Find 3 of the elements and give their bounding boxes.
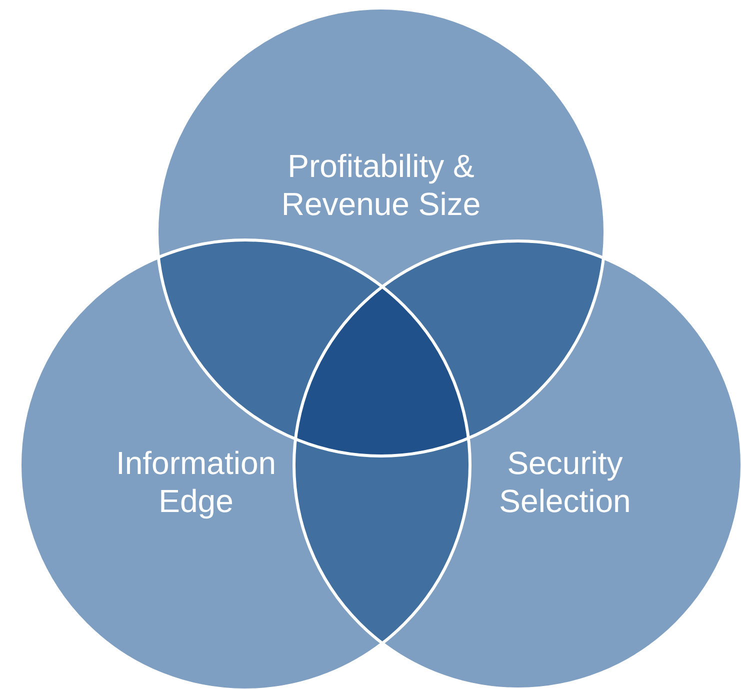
circle-label: Information Edge bbox=[114, 444, 278, 520]
circle-label: Profitability & Revenue Size bbox=[280, 147, 482, 223]
circle-label: Security Selection bbox=[498, 444, 632, 520]
